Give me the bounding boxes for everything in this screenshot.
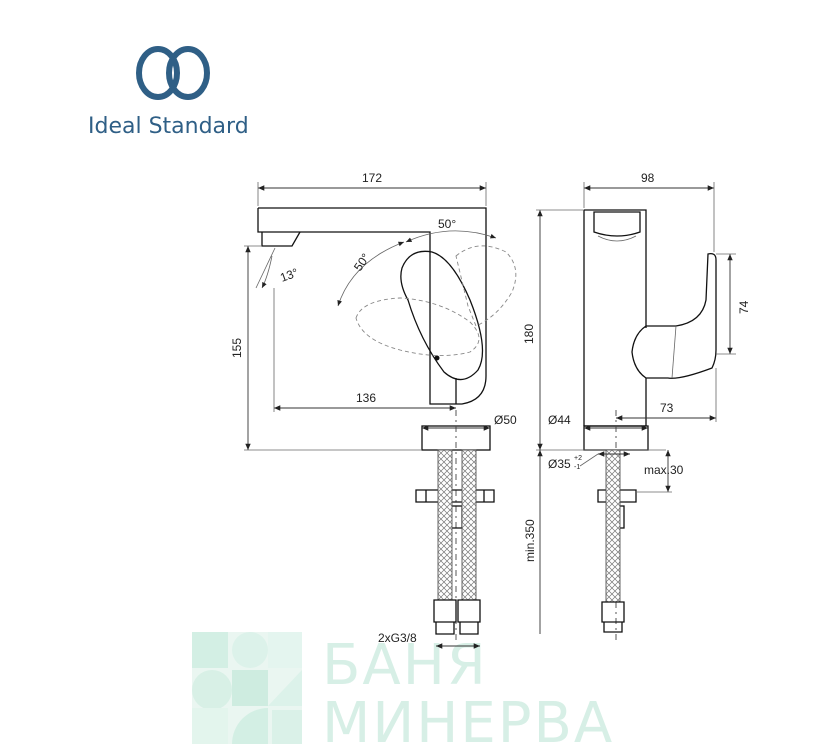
front-base-diameter-label: Ø50 (494, 413, 517, 427)
front-angle-arc-side (337, 241, 405, 307)
side-view: 98 180 74 73 Ø44 Ø35 +2 -1 max.30 min.35… (522, 171, 751, 640)
front-width-label: 172 (362, 171, 382, 185)
side-depth-label: 98 (641, 171, 655, 185)
front-aerator-angle-label: 13° (278, 265, 300, 284)
side-aerator-mesh (597, 235, 637, 242)
watermark-logo-icon (192, 632, 302, 744)
side-height-label: 180 (522, 324, 536, 344)
front-reach-label: 136 (356, 391, 376, 405)
side-hose-fitting (601, 601, 625, 633)
watermark-line2: МИНЕРВА (322, 691, 614, 749)
brand-logo: Ideal Standard (88, 46, 249, 139)
leader-line (579, 453, 599, 467)
front-aerator-angle-line (255, 247, 276, 289)
front-angle-top-label: 50° (438, 217, 456, 231)
front-height-label: 155 (230, 338, 244, 358)
brand-rings-icon (136, 46, 210, 100)
side-aerator (593, 211, 641, 237)
side-body-outline (583, 209, 647, 427)
side-mount-nut (597, 489, 637, 503)
front-aerator (261, 231, 301, 247)
side-min-hose-label: min.350 (523, 519, 537, 562)
front-aerator-angle-arc (261, 255, 273, 289)
side-lever-edge (671, 325, 677, 379)
front-connection-label: 2xG3/8 (378, 631, 417, 645)
front-angle-arc-top (405, 230, 497, 243)
front-lever (400, 250, 484, 381)
front-hose-right (461, 449, 477, 601)
side-max-thickness-label: max.30 (644, 463, 684, 477)
front-view: 172 155 136 Ø50 50° 50° 13° 2xG3/8 (230, 171, 517, 649)
brand-name: Ideal Standard (88, 114, 249, 139)
front-lever-pivot (434, 355, 440, 361)
side-lever-reach-label: 73 (660, 401, 674, 415)
side-hole-diameter-label: Ø35 (548, 457, 571, 471)
side-lever (631, 252, 717, 379)
front-angle-side-label: 50° (351, 251, 373, 274)
front-body-outline (257, 207, 487, 405)
watermark: БАНЯ МИНЕРВА (192, 632, 614, 749)
side-lever-height-label: 74 (737, 300, 751, 314)
side-hose (605, 449, 621, 603)
front-hose-left (437, 449, 453, 601)
front-mount-nut (415, 489, 495, 503)
front-lever-ghost-right (455, 245, 517, 327)
side-base-diameter-label: Ø44 (548, 413, 571, 427)
front-hose-fittings (433, 599, 481, 635)
side-hole-tol-minus: -1 (574, 464, 580, 471)
side-hole-tol-plus: +2 (574, 455, 582, 462)
